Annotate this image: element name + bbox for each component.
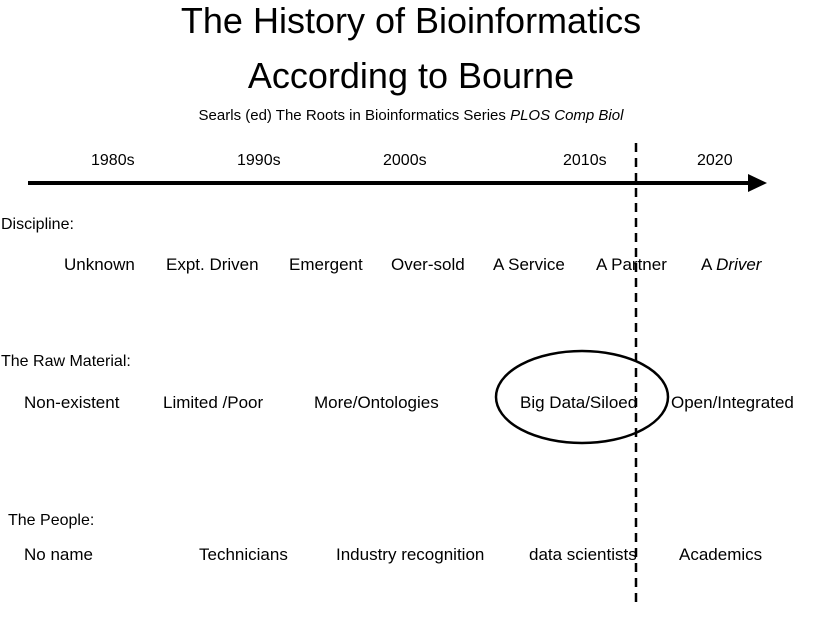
- decade-2010s: 2010s: [563, 152, 607, 169]
- subtitle-journal: PLOS Comp Biol: [510, 107, 624, 124]
- raw-material-item: Limited /Poor: [163, 393, 264, 412]
- people-item: Industry recognition: [336, 545, 485, 564]
- people-item: No name: [24, 545, 93, 564]
- raw-material-label: The Raw Material:: [1, 353, 131, 370]
- raw-material-item: Open/Integrated: [671, 393, 794, 412]
- discipline-label: Discipline:: [1, 216, 74, 233]
- highlight-ellipse: [494, 349, 670, 445]
- discipline-item: A Service: [493, 255, 565, 274]
- people-item: Academics: [679, 545, 763, 564]
- raw-material-item: More/Ontologies: [314, 393, 439, 412]
- title-line-2: According to Bourne: [247, 55, 575, 96]
- discipline-item: Over-sold: [391, 255, 465, 274]
- discipline-driver-italic: Driver: [716, 255, 762, 274]
- decade-1990s: 1990s: [237, 152, 281, 169]
- discipline-item: Expt. Driven: [166, 255, 259, 274]
- decade-2000s: 2000s: [383, 152, 427, 169]
- discipline-item: A Partner: [596, 255, 667, 274]
- subtitle: Searls (ed) The Roots in Bioinformatics …: [0, 107, 822, 124]
- timeline-arrowhead: [748, 174, 767, 192]
- people-item: data scientists: [529, 545, 637, 564]
- people-label: The People:: [8, 512, 95, 529]
- people-item: Technicians: [199, 545, 288, 564]
- raw-material-item: Non-existent: [24, 393, 120, 412]
- raw-material-item-highlighted: Big Data/Siloed: [520, 393, 638, 412]
- decade-1980s: 1980s: [91, 152, 135, 169]
- discipline-item-driver: A Driver: [701, 255, 761, 275]
- subtitle-text: Searls (ed) The Roots in Bioinformatics …: [198, 107, 511, 124]
- discipline-driver-prefix: A: [701, 255, 712, 274]
- discipline-item: Emergent: [289, 255, 363, 274]
- title-line-1: The History of Bioinformatics: [180, 0, 642, 41]
- discipline-item: Unknown: [64, 255, 135, 274]
- decade-2020: 2020: [697, 152, 733, 169]
